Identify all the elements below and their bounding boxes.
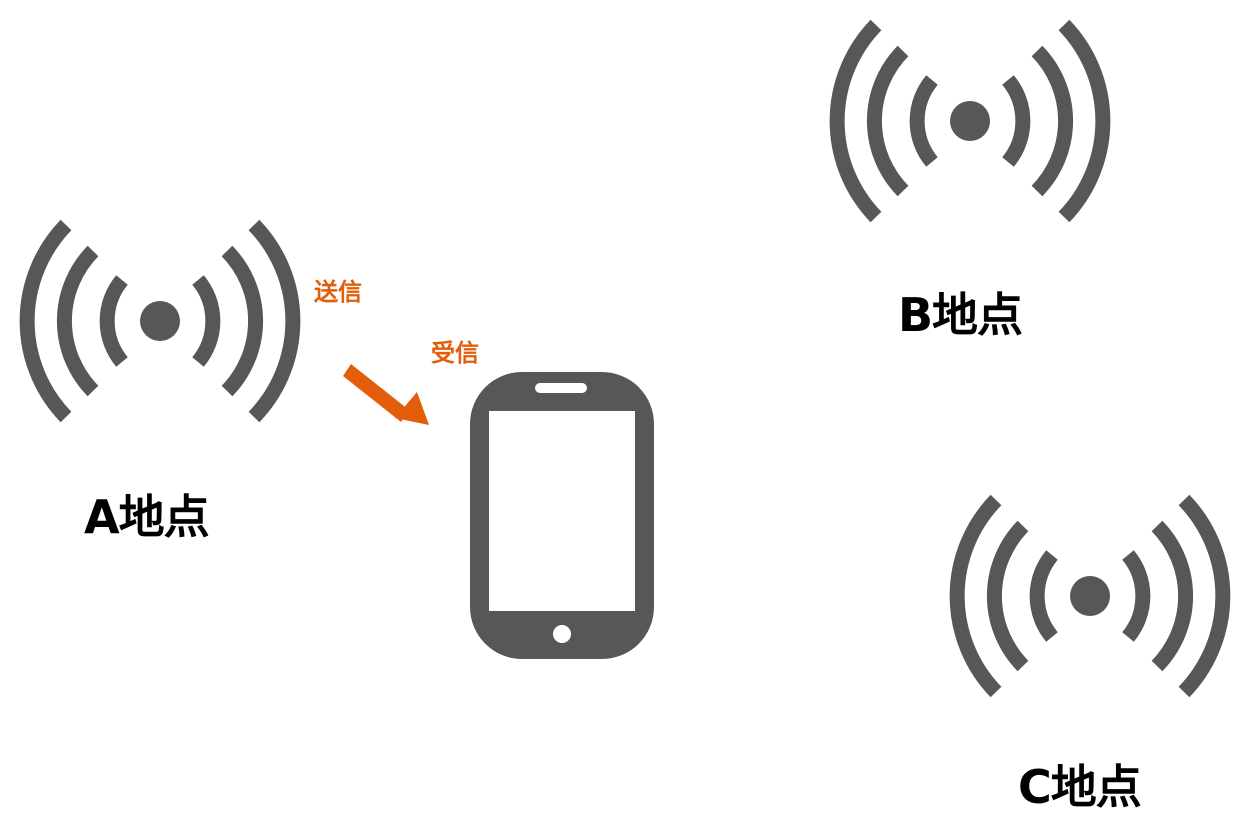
smartphone-icon xyxy=(470,372,654,659)
station-c-signal-icon xyxy=(949,494,1231,698)
station-b-label: B地点 xyxy=(898,288,1023,342)
station-a-label: A地点 xyxy=(84,490,210,544)
station-b-signal-icon xyxy=(829,19,1111,223)
station-a-signal-icon xyxy=(19,219,301,423)
arrow-down-right-icon xyxy=(343,364,429,425)
station-c-label: C地点 xyxy=(1018,760,1142,814)
receive-label: 受信 xyxy=(431,339,479,367)
send-label: 送信 xyxy=(314,278,362,306)
